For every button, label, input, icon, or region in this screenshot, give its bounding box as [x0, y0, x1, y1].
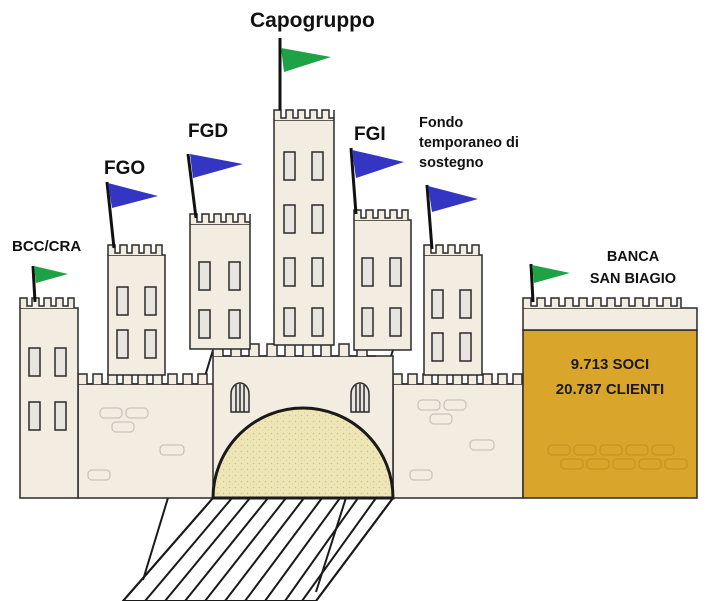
flag-fgi — [349, 147, 404, 215]
tower-fgo — [107, 244, 166, 376]
label-banca-line1: BANCA — [606, 249, 660, 265]
bank-stats: 9.713 SOCI 20.787 CLIENTI — [523, 352, 697, 402]
tower-fondo — [423, 244, 483, 376]
label-fgd: FGD — [188, 121, 229, 142]
label-bcc: BCC/CRA — [12, 238, 82, 255]
label-fondo: Fondo temporaneo di sostegno — [419, 113, 519, 173]
tower-bcc — [19, 297, 79, 499]
label-banca-line2: SAN BIAGIO — [589, 271, 677, 287]
label-fondo-line2: temporaneo di — [419, 135, 519, 151]
label-fgo: FGO — [104, 158, 146, 179]
label-fondo-line3: sostegno — [419, 155, 484, 171]
label-banca: BANCA SAN BIAGIO — [574, 246, 692, 290]
label-fondo-line1: Fondo — [419, 115, 464, 131]
bank-stat-clienti: 20.787 CLIENTI — [555, 381, 665, 398]
bank-stat-soci: 9.713 SOCI — [570, 356, 650, 373]
tower-fgd — [189, 213, 251, 350]
label-capogruppo: Capogruppo — [250, 9, 375, 32]
flag-fgd — [186, 153, 243, 219]
bank-stones — [547, 444, 688, 470]
tower-fgi — [353, 209, 412, 351]
flag-fgo — [105, 181, 158, 249]
tower-capogruppo — [273, 109, 335, 346]
flag-fondo — [425, 184, 478, 250]
flag-capogruppo — [278, 38, 331, 110]
flag-banca — [529, 263, 570, 303]
gate-building — [211, 343, 395, 500]
flag-bcc — [31, 265, 68, 303]
label-fgi: FGI — [354, 124, 386, 145]
tower-banca — [522, 297, 698, 499]
